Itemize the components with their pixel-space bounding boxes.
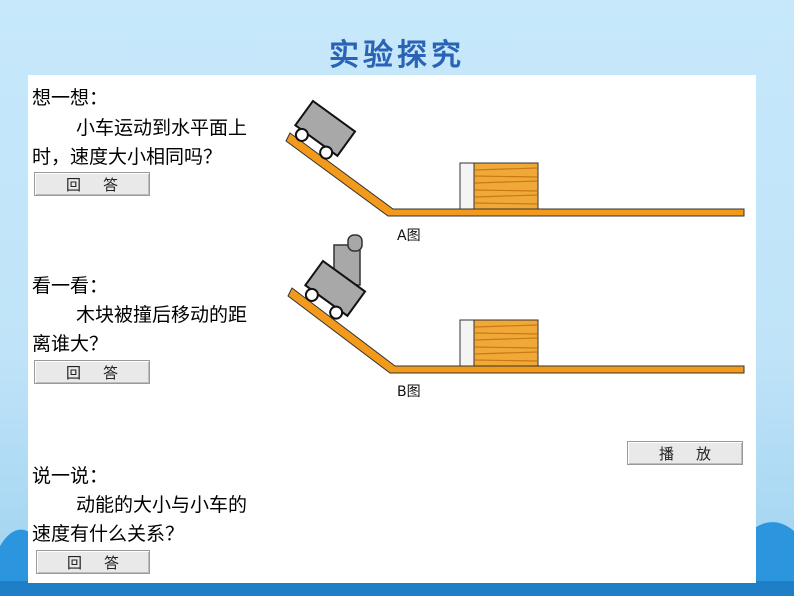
content-panel: A图 B图 想一想： 小车运动到水平面上 时，速度大小相同吗？ 回答 看一看： … — [28, 75, 756, 583]
ramp-b — [287, 287, 745, 374]
wood-block-b — [459, 319, 539, 367]
section2-heading: 看一看： — [32, 275, 109, 297]
page-title: 实验探究 — [329, 38, 465, 73]
answer-button-3[interactable]: 回答 — [36, 550, 150, 574]
cart-a — [293, 99, 357, 160]
cart-b — [303, 234, 367, 320]
answer-button-2[interactable]: 回答 — [34, 360, 150, 384]
section3-line1: 动能的大小与小车的 — [76, 494, 248, 516]
experiment-scene — [285, 99, 745, 374]
section3-heading: 说一说： — [32, 465, 109, 487]
section1-heading: 想一想： — [32, 87, 109, 109]
section2-line1: 木块被撞后移动的距 — [76, 304, 248, 326]
figure-b-label: B图 — [397, 384, 421, 400]
section1-line2: 时，速度大小相同吗？ — [32, 146, 223, 168]
section3-line2: 速度有什么关系？ — [32, 523, 185, 545]
figure-a-label: A图 — [397, 228, 421, 244]
wood-block-a — [459, 162, 539, 210]
ramp-a — [285, 132, 745, 217]
section1-line1: 小车运动到水平面上 — [76, 117, 248, 139]
section2-line2: 离谁大？ — [32, 333, 109, 355]
play-button[interactable]: 播放 — [627, 441, 743, 465]
answer-button-1[interactable]: 回答 — [34, 172, 150, 196]
